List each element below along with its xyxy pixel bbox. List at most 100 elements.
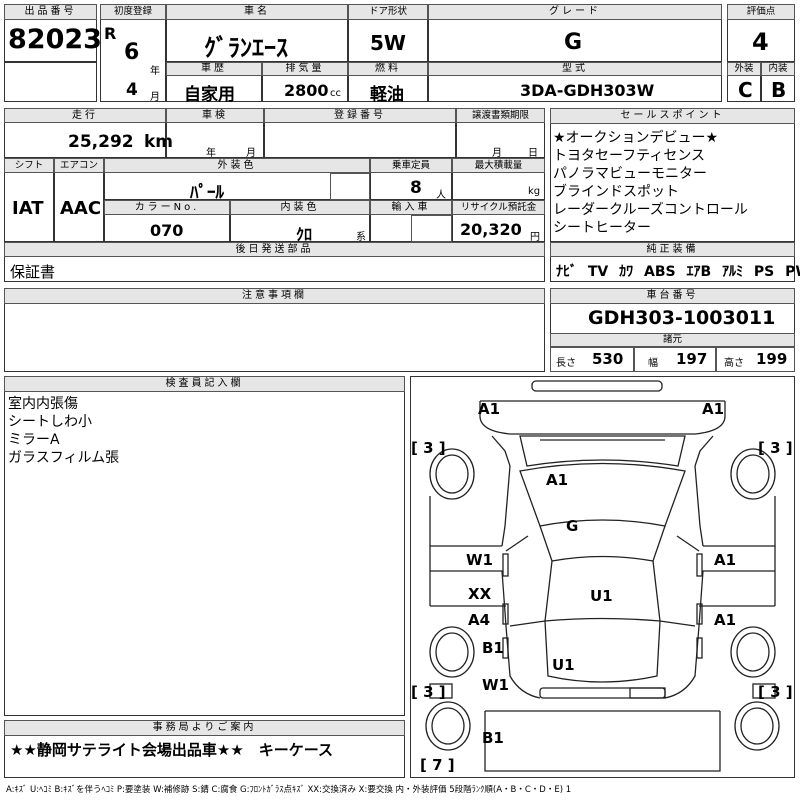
- capacity-label: 乗車定員: [370, 158, 452, 173]
- first-reg-era: R: [104, 24, 117, 43]
- height-label: 高さ: [724, 358, 744, 369]
- capacity-unit: 人: [436, 190, 446, 201]
- car-diagram-box: [410, 376, 795, 778]
- tire-tread-front-right: [ 3 ]: [758, 439, 793, 457]
- chassis-label: 車台番号: [550, 288, 795, 304]
- transfer-docs-label: 譲渡書類期限: [456, 108, 545, 123]
- damage-left-mid: XX: [468, 585, 492, 603]
- rear-glass-outline: [544, 620, 661, 683]
- lot-no-value: 82023: [8, 24, 102, 55]
- color-no-label: カラーNo.: [104, 200, 230, 215]
- height-cell: [716, 347, 795, 372]
- mileage-unit: km: [144, 132, 174, 152]
- damage-left-front-door: W1: [466, 551, 493, 569]
- tire-front-right: [730, 448, 776, 500]
- equipment-item: ﾅﾋﾞ: [556, 264, 577, 280]
- shift-label: シフト: [4, 158, 54, 173]
- lot-no-label: 出品番号: [4, 4, 97, 20]
- displacement-value: 2800: [284, 81, 329, 100]
- interior-label: 内装: [761, 62, 795, 76]
- equipment-item: TV: [587, 264, 609, 280]
- equipment-item: ｴｱB: [686, 264, 712, 280]
- spare-tire: [425, 701, 471, 751]
- spare-tire-tread: [ 7 ]: [420, 756, 455, 774]
- equipment-item: PW: [785, 264, 800, 280]
- later-parts-label: 後日発送部品: [4, 242, 545, 257]
- displacement-unit: cc: [330, 88, 341, 99]
- ext-color-value: ﾊﾟｰﾙ: [190, 183, 224, 203]
- equipment-list: ﾅﾋﾞ TV ｶﾜ ABS ｴｱB ｱﾙﾐ PS PW: [556, 261, 800, 281]
- damage-right-slide: A1: [714, 611, 737, 629]
- front-bumper: [531, 380, 663, 392]
- transfer-docs-month-unit: 月: [492, 148, 502, 159]
- max-load-label: 最大積載量: [452, 158, 545, 173]
- inspector-label: 検査員記入欄: [4, 376, 405, 392]
- height-value: 199: [756, 350, 788, 368]
- equipment-item: ｱﾙﾐ: [722, 264, 744, 280]
- width-cell: [634, 347, 716, 372]
- rear-outline: [484, 710, 721, 772]
- ext-color-sub: [330, 173, 370, 200]
- damage-front-right: A1: [702, 400, 725, 418]
- aircon-label: エアコン: [54, 158, 104, 173]
- damage-windshield: G: [566, 517, 579, 535]
- equipment-item: ｶﾜ: [619, 264, 634, 280]
- tire-rear-right: [730, 626, 776, 678]
- reg-no-label: 登録番号: [264, 108, 456, 123]
- hood-outline: [519, 435, 686, 467]
- damage-left-rear: B1: [482, 639, 504, 657]
- inspector-note: ミラーA: [8, 432, 60, 448]
- displacement-label: 排気量: [262, 62, 348, 76]
- caution-label: 注意事項欄: [4, 288, 545, 304]
- aircon-value: AAC: [60, 198, 102, 219]
- history-label: 車歴: [166, 62, 262, 76]
- inspector-note: 室内内張傷: [8, 396, 78, 412]
- length-value: 530: [592, 350, 624, 368]
- chassis-value: GDH303-1003011: [588, 307, 776, 329]
- sales-point-item: ★オークションデビュー★: [553, 130, 719, 146]
- chassis-spec-label: 諸元: [550, 333, 795, 347]
- color-no-value: 070: [150, 221, 184, 240]
- doors-label: ドア形状: [348, 4, 428, 20]
- fuel-label: 燃料: [348, 62, 428, 76]
- width-label: 幅: [648, 358, 658, 369]
- car-name-label: 車名: [166, 4, 348, 20]
- mileage-label: 走行: [4, 108, 166, 123]
- office-label: 事務局よりご案内: [4, 720, 405, 736]
- damage-left-slide: A4: [468, 611, 491, 629]
- int-color-label: 内装色: [230, 200, 370, 215]
- inspection-month-unit: 月: [246, 148, 256, 159]
- sales-point-item: ブラインドスポット: [553, 184, 679, 200]
- grade-label: グレード: [428, 4, 722, 20]
- exterior-label: 外装: [727, 62, 761, 76]
- tire-tread-rear-right: [ 3 ]: [758, 683, 793, 701]
- rear-bumper: [539, 687, 666, 699]
- tire-rear-left: [429, 626, 475, 678]
- max-load-unit: kg: [528, 186, 541, 197]
- score-value: 4: [752, 28, 769, 56]
- model-value: 3DA-GDH303W: [520, 81, 655, 100]
- sales-point-item: シートヒーター: [553, 220, 651, 236]
- legend-text: A:ｷｽﾞ U:ﾍｺﾐ B:ｷｽﾞを伴うﾍｺﾐ P:要塗装 W:補修跡 S:錆 …: [6, 785, 572, 795]
- car-diagram: [425, 380, 780, 772]
- score-label: 評価点: [727, 4, 795, 20]
- int-color-value: ｸﾛ: [296, 225, 313, 244]
- ext-color-label: 外装色: [104, 158, 370, 173]
- damage-hood: A1: [546, 471, 569, 489]
- damage-roof: U1: [590, 587, 613, 605]
- first-reg-year-unit: 年: [150, 66, 160, 77]
- transfer-docs-day-unit: 日: [528, 148, 538, 159]
- windshield-outline: [519, 462, 686, 527]
- damage-right-front-door: A1: [714, 551, 737, 569]
- tire-tread-front-left: [ 3 ]: [411, 439, 446, 457]
- interior-value: B: [771, 78, 787, 102]
- first-reg-month-unit: 月: [150, 92, 160, 103]
- tire-front-left: [429, 448, 475, 500]
- first-reg-month: 4: [126, 80, 138, 100]
- front-outline: [479, 400, 726, 416]
- fuel-value: 軽油: [370, 85, 404, 105]
- length-label: 長さ: [556, 358, 576, 369]
- import-label: 輸入車: [370, 200, 452, 215]
- equipment-item: ABS: [644, 264, 676, 280]
- import-sub: [411, 215, 452, 242]
